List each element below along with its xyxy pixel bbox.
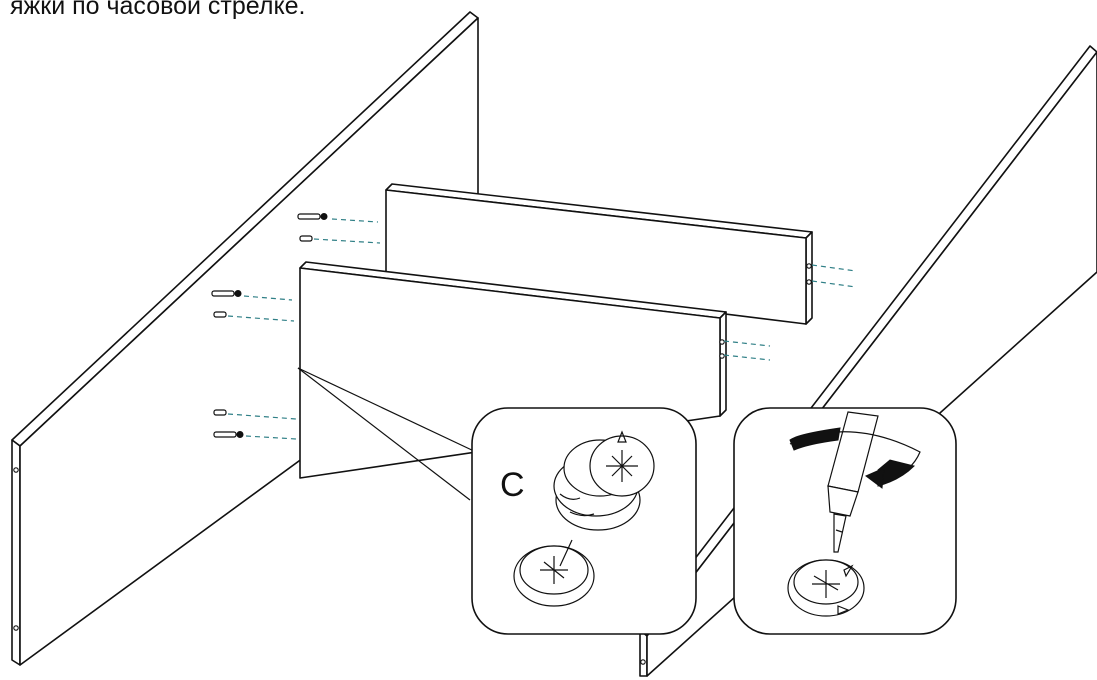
cam-lock-turned-icon: [513, 539, 595, 607]
detail-bubble-screwdriver: [733, 407, 957, 635]
detail-bubble-cam-lock: C: [471, 407, 697, 635]
dowel-guides: [227, 218, 857, 440]
dowel-icon: [213, 311, 227, 318]
cam-lock-bolt-icon: [213, 431, 244, 438]
cam-lock-bolt-icon: [211, 290, 242, 297]
left-side-panel: [11, 11, 479, 666]
cam-lock-icon: [553, 430, 655, 531]
dowel-icon: [213, 409, 227, 416]
cam-lock-icon: [787, 559, 865, 617]
rotate-clockwise-arrow-icon: [789, 427, 921, 489]
screwdriver-icon: [827, 411, 879, 553]
part-label-c: C: [500, 466, 525, 504]
cam-lock-bolt-icon: [297, 213, 328, 220]
instruction-caption: яжки по часовой стрелке.: [10, 0, 306, 20]
callout-pointer: [297, 367, 477, 501]
dowels-and-bolts: [211, 213, 328, 438]
dowel-icon: [299, 235, 313, 242]
back-shelf-panel: [385, 183, 813, 325]
